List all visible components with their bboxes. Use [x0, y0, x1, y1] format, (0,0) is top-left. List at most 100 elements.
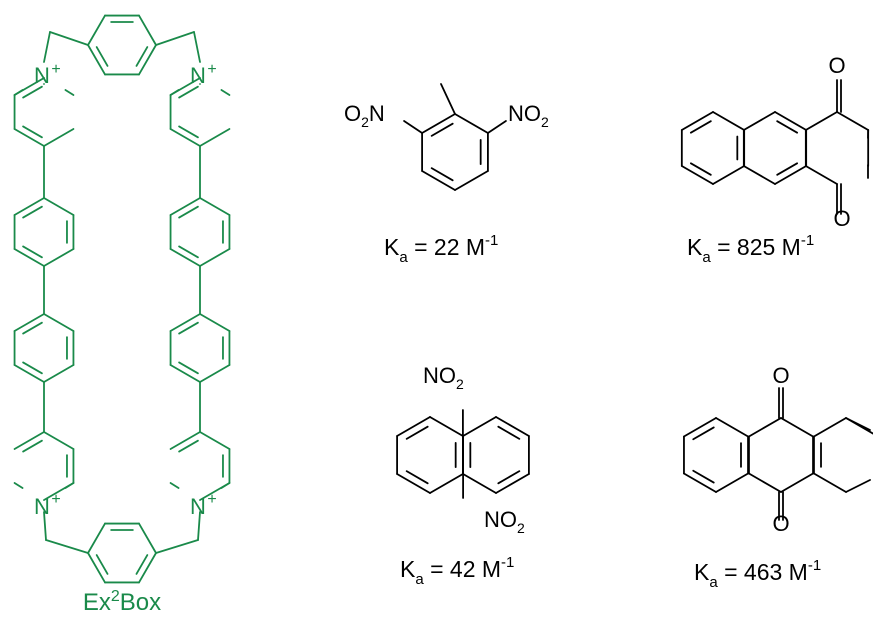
- host-ring-0-1-edge: [13, 197, 45, 216]
- host-ring-0-0-edge: [43, 128, 75, 147]
- host-ring-1-1-edge: [199, 248, 231, 267]
- tq-bottom-o: O: [833, 206, 850, 231]
- ex2box-atom-labels: N+N+N+N+: [34, 61, 217, 519]
- dnt-no2-right-bond: [487, 120, 507, 134]
- guest-tetracenequinone: O O Ka = 825 M-1: [687, 53, 851, 266]
- pyridinium-n-bottom: N: [34, 494, 50, 519]
- dnt-right-no2: NO2: [508, 101, 549, 130]
- bottom-right-ch2: [155, 539, 199, 554]
- dnt-methyl: [440, 83, 456, 115]
- n-stub: [13, 482, 24, 489]
- tq-ring-a-edge: [680, 111, 714, 131]
- ex2box-label: Ex2Box: [83, 588, 161, 616]
- pyridinium-charge-top: +: [207, 61, 216, 78]
- tq-ring-c-edge: [836, 111, 870, 131]
- dnt-left-no2: O2N: [344, 101, 385, 130]
- pyridinium-charge-bottom: +: [207, 491, 216, 508]
- dnt-ring-edge: [421, 113, 456, 134]
- bottom-right-ch2-n: [197, 511, 201, 541]
- host-ring-1-0-double: [178, 85, 199, 99]
- host-ring-0-2-edge: [13, 313, 45, 332]
- host-ring-1-3-double: [178, 439, 199, 453]
- host-ring-0-1-edge: [43, 248, 75, 267]
- dnt-ring-double: [430, 122, 454, 137]
- bottom-xylylene-edge: [138, 552, 157, 584]
- host-ring-1-0-double: [178, 125, 199, 139]
- dnn-ring-left-edge: [396, 473, 431, 494]
- guest-anthraquinone: O O Ka = 463 M-1: [694, 363, 821, 591]
- ka-dinitrotoluene: Ka = 22 M-1: [384, 232, 498, 266]
- ex2box-label-sup: 2: [111, 588, 120, 605]
- aq-ring-middle-edge: [748, 417, 782, 438]
- n-stub: [220, 482, 231, 489]
- host-ring-1-0-edge: [169, 128, 201, 147]
- aq-ring-right-edge: [813, 417, 847, 438]
- aq-ring-middle-edge: [780, 417, 814, 438]
- host-ring-0-0-edge: [13, 128, 45, 147]
- host-ring-0-1-double: [22, 245, 43, 259]
- aq-ring-left-edge: [683, 472, 717, 493]
- dnn-ring-right-edge: [462, 473, 497, 494]
- top-left-ch2: [49, 31, 89, 46]
- host-ring-0-1-edge: [43, 197, 75, 216]
- host-ring-1-2-double: [178, 361, 199, 375]
- host-ring-1-2-edge: [199, 313, 231, 332]
- host-ring-0-2-edge: [13, 364, 45, 383]
- n-stub: [169, 482, 180, 489]
- top-right-ch2: [155, 31, 195, 46]
- tq-ring-b-double: [776, 162, 799, 176]
- top-xylylene-double: [135, 46, 149, 67]
- n-stub: [64, 482, 75, 489]
- pyridinium-n-bottom: N: [190, 494, 206, 519]
- bottom-left-ch2-n: [43, 511, 47, 541]
- aq-ring-left-edge: [715, 417, 749, 438]
- host-ring-1-2-edge: [169, 313, 201, 332]
- aq-ring-right-edge: [813, 472, 847, 493]
- tq-ring-b-edge: [774, 111, 808, 131]
- ex2box-label-end: Box: [120, 589, 161, 616]
- aq-ring-middle-edge: [780, 472, 814, 493]
- top-right-ch2-n: [193, 31, 201, 63]
- dnt-ring-edge: [454, 170, 489, 191]
- aq-ring-middle-edge: [748, 472, 782, 493]
- dnn-top-no2: NO2: [423, 363, 464, 392]
- n-stub: [64, 89, 75, 96]
- dnn-ring-left-edge: [429, 473, 464, 494]
- guest-dinitrotoluene: O2N NO2 Ka = 22 M-1: [344, 101, 549, 266]
- dnn-ring-right-edge: [495, 416, 530, 437]
- host-ring-0-2-double: [22, 361, 43, 375]
- dnt-ring-double: [430, 167, 454, 182]
- bottom-xylylene-edge: [138, 522, 157, 554]
- host-ring-1-1-edge: [199, 197, 231, 216]
- host-ring-1-0-edge: [199, 128, 231, 147]
- ex2box-structure: [13, 14, 231, 584]
- host-ring-1-3-edge: [169, 431, 201, 450]
- bottom-xylylene-edge: [87, 522, 106, 554]
- dnn-bottom-no2: NO2: [484, 507, 525, 536]
- top-xylylene-edge: [138, 14, 157, 46]
- host-ring-1-1-edge: [169, 248, 201, 267]
- pyridinium-n-top: N: [190, 63, 206, 88]
- aq-ring-left-double: [692, 469, 715, 484]
- n-stub: [13, 89, 24, 96]
- dnn-ring-left-double: [405, 470, 429, 485]
- host-ring-1-2-edge: [169, 364, 201, 383]
- tq-ring-a-edge: [680, 165, 714, 185]
- dnn-ring-right-edge: [495, 473, 530, 494]
- tq-ring-c-edge: [804, 165, 838, 185]
- top-xylylene-edge: [87, 14, 106, 46]
- host-ring-0-3-edge: [43, 431, 75, 450]
- host-ring-1-2-edge: [199, 364, 231, 383]
- tq-ring-b-edge: [742, 111, 776, 131]
- aq-ring-left-double: [692, 426, 715, 441]
- host-ring-0-1-edge: [13, 248, 45, 267]
- guest-dinitronaphthalene: NO2 NO2 Ka = 42 M-1: [400, 363, 525, 588]
- aq-ring-left-edge: [715, 472, 749, 493]
- ka-tetracenequinone: Ka = 825 M-1: [687, 232, 814, 266]
- tq-ring-a-edge: [712, 165, 746, 185]
- host-ring-0-2-edge: [43, 364, 75, 383]
- host-ring-0-2-double: [22, 321, 43, 335]
- dnn-ring-left-edge: [396, 416, 431, 437]
- n-stub: [220, 89, 231, 96]
